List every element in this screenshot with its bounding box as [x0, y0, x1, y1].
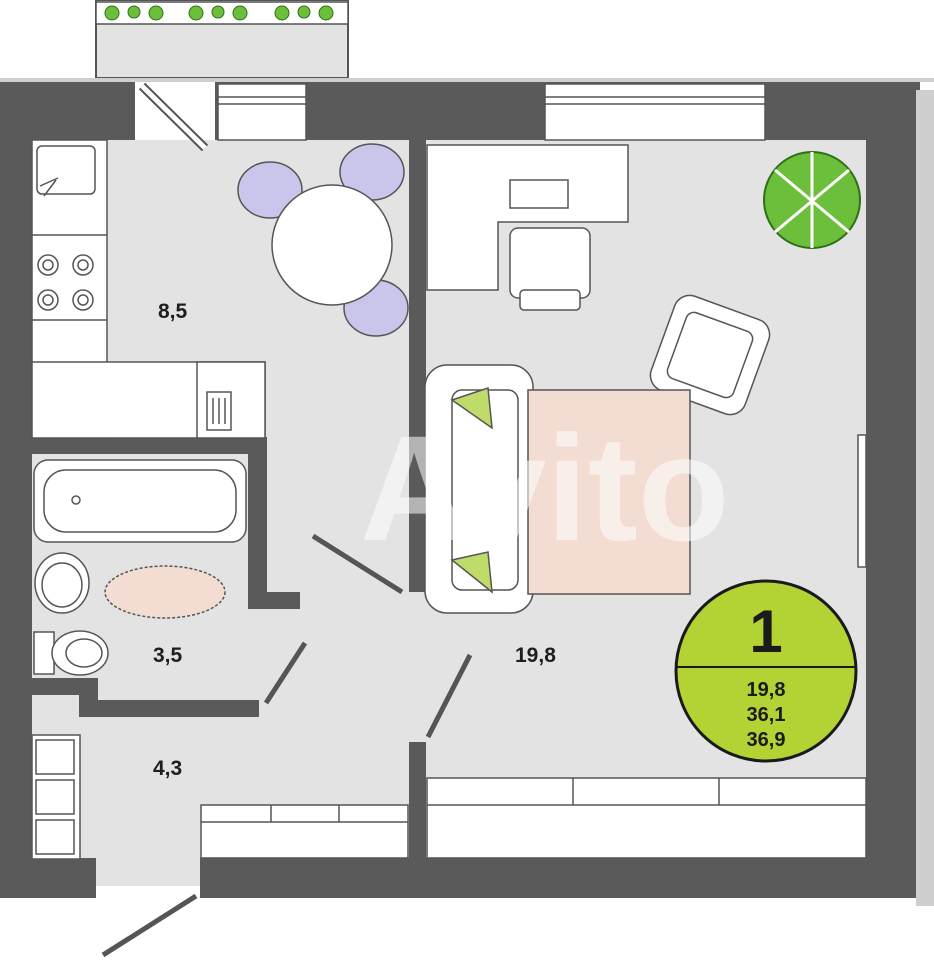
stove-icon: [37, 254, 94, 311]
bathtub-icon: [33, 459, 247, 543]
hall-cabinet: [31, 734, 81, 860]
balcony: [95, 0, 349, 79]
bath-rug: [104, 565, 226, 619]
interior-doors: [101, 533, 473, 958]
monstera-plant-icon: [763, 151, 861, 249]
total-area-value: 36,1: [747, 704, 786, 726]
desk-chair-icon: [509, 227, 591, 311]
living-room-area-label: 19,8: [515, 644, 556, 667]
apartment-info-badge: 1 19,8 36,1 36,9: [674, 579, 858, 763]
kitchen-area-label: 8,5: [158, 300, 188, 323]
living-wardrobe: [426, 777, 867, 859]
toilet-icon: [33, 630, 109, 676]
area-with-balcony-value: 36,9: [747, 729, 786, 751]
desk: [426, 144, 629, 291]
watermark: Avito: [360, 404, 729, 572]
hall-wardrobe: [200, 804, 409, 859]
washbasin-icon: [34, 552, 90, 614]
hall-area-label: 4,3: [153, 757, 182, 780]
kitchen-sink-icon: [36, 145, 96, 197]
balcony-door: [138, 82, 209, 152]
armchair-icon: [649, 294, 771, 416]
fridge-icon: [206, 391, 232, 431]
dining-set: [237, 143, 409, 337]
wall-right-edge: [916, 90, 934, 906]
rooms-count: 1: [749, 598, 782, 665]
area-rug: [527, 389, 691, 595]
outer-walls: [0, 78, 920, 898]
bathroom-area-label: 3,5: [153, 644, 183, 667]
windows: [217, 83, 867, 568]
badge-circle: [674, 579, 858, 763]
balcony-plants-icon: [104, 5, 334, 21]
wall-top-edge: [0, 78, 934, 82]
sofa-icon: [424, 364, 534, 614]
living-area-value: 19,8: [747, 679, 786, 701]
interior-walls: [32, 140, 426, 858]
